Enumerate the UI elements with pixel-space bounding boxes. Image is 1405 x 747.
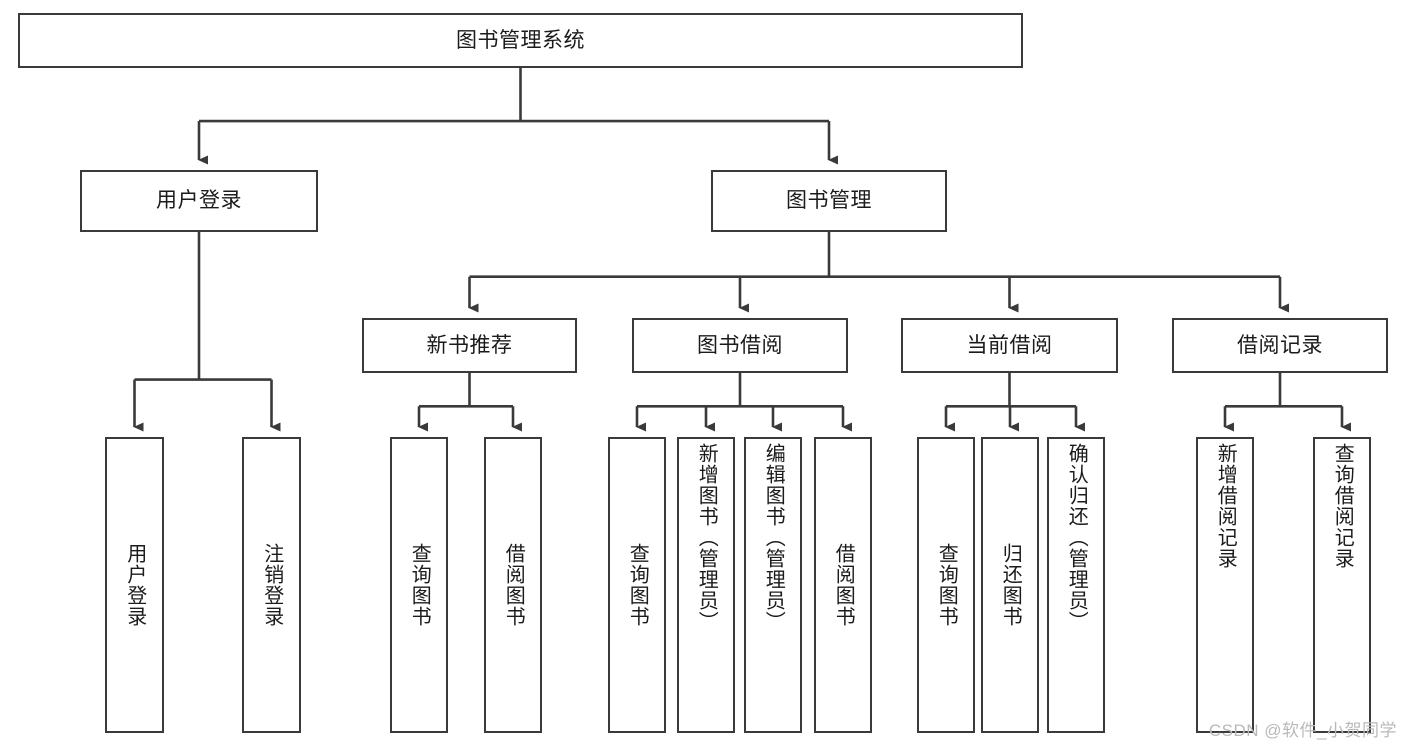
node-label-leaf13: 查询借阅记录	[1331, 443, 1354, 569]
node-label-borrow: 图书借阅	[697, 333, 783, 357]
node-label-leaf12: 新增借阅记录	[1214, 443, 1237, 569]
node-label-leaf10: 归还图书	[999, 543, 1022, 627]
node-leaf2[interactable]: 注销登录	[242, 437, 301, 733]
node-leaf7[interactable]: 编辑图书（管理员）	[744, 437, 802, 733]
node-leaf10[interactable]: 归还图书	[981, 437, 1039, 733]
node-label-leaf7: 编辑图书（管理员）	[762, 443, 785, 632]
node-label-root: 图书管理系统	[456, 28, 585, 52]
node-leaf3[interactable]: 查询图书	[390, 437, 448, 733]
node-label-bookmgmt: 图书管理	[786, 189, 872, 213]
watermark-text: CSDN @软件_小贺同学	[1208, 721, 1397, 740]
node-label-leaf2: 注销登录	[260, 543, 283, 627]
node-bookmgmt[interactable]: 图书管理	[711, 170, 947, 232]
node-borrow[interactable]: 图书借阅	[632, 318, 848, 373]
node-label-leaf8: 借阅图书	[832, 543, 855, 627]
node-label-current: 当前借阅	[966, 333, 1053, 357]
node-leaf4[interactable]: 借阅图书	[484, 437, 542, 733]
node-label-login: 用户登录	[156, 189, 242, 213]
node-label-leaf1: 用户登录	[123, 543, 146, 627]
node-newbook[interactable]: 新书推荐	[362, 318, 577, 373]
node-leaf1[interactable]: 用户登录	[105, 437, 164, 733]
node-login[interactable]: 用户登录	[80, 170, 318, 232]
node-leaf8[interactable]: 借阅图书	[814, 437, 872, 733]
node-leaf5[interactable]: 查询图书	[608, 437, 666, 733]
node-leaf9[interactable]: 查询图书	[917, 437, 975, 733]
node-label-leaf4: 借阅图书	[502, 543, 525, 627]
node-label-leaf11: 确认归还（管理员）	[1065, 443, 1088, 632]
node-leaf6[interactable]: 新增图书（管理员）	[677, 437, 735, 733]
node-label-leaf6: 新增图书（管理员）	[695, 443, 718, 632]
node-label-record: 借阅记录	[1237, 333, 1323, 357]
node-label-leaf3: 查询图书	[408, 543, 431, 627]
node-record[interactable]: 借阅记录	[1172, 318, 1388, 373]
node-root[interactable]: 图书管理系统	[18, 13, 1023, 68]
node-current[interactable]: 当前借阅	[901, 318, 1118, 373]
node-label-leaf5: 查询图书	[626, 543, 649, 627]
node-leaf11[interactable]: 确认归还（管理员）	[1047, 437, 1105, 733]
node-leaf13[interactable]: 查询借阅记录	[1313, 437, 1371, 733]
node-leaf12[interactable]: 新增借阅记录	[1196, 437, 1254, 733]
node-label-leaf9: 查询图书	[935, 543, 958, 627]
node-label-newbook: 新书推荐	[426, 333, 513, 357]
